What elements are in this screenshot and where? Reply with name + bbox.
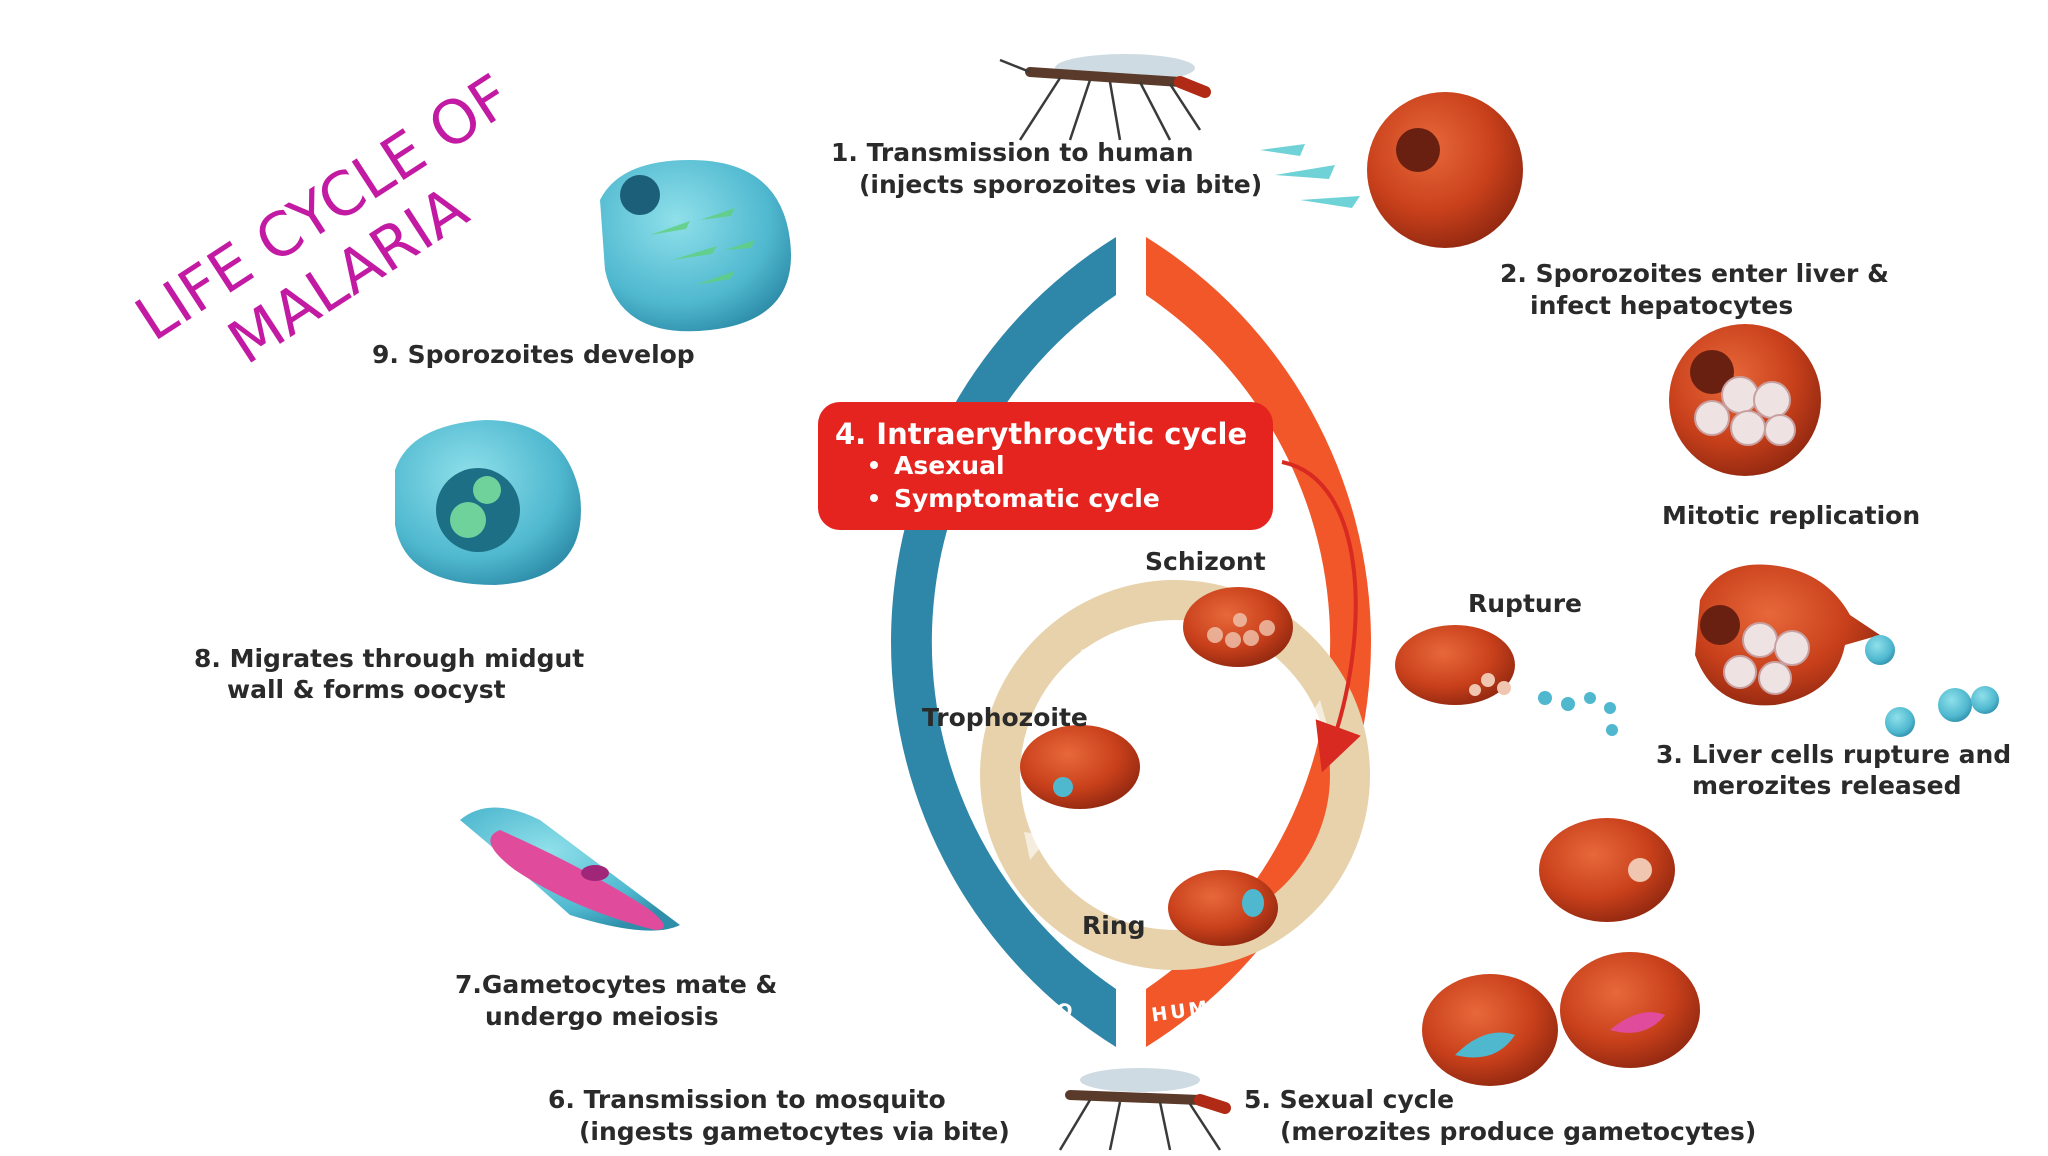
gametocyte-rbc-icon bbox=[1422, 952, 1700, 1086]
liver-rupture-cell-icon bbox=[1695, 564, 1999, 737]
mosquito-bottom-icon bbox=[1058, 1068, 1231, 1151]
step3-line2: merozites released bbox=[1692, 771, 1962, 800]
ring-label-mosquito-top: MOSQUITO bbox=[933, 235, 1075, 276]
trophozoite-cell-icon bbox=[1020, 725, 1140, 809]
intra-heading: 4. Intraerythrocytic cycle bbox=[835, 417, 1247, 451]
oocyst-sporozoites-icon bbox=[600, 160, 791, 332]
ring-cell-icon bbox=[1168, 870, 1278, 946]
intra-item-symptomatic: Symptomatic cycle bbox=[894, 484, 1160, 513]
inner-cycle-ring bbox=[980, 580, 1370, 970]
step8-line2: wall & forms oocyst bbox=[227, 675, 506, 704]
step1-line1: 1. Transmission to human bbox=[831, 138, 1194, 167]
stage-label-schizont: Schizont bbox=[1145, 547, 1266, 576]
schizont-cell-icon bbox=[1183, 587, 1293, 667]
rupture-cell-icon bbox=[1395, 625, 1618, 736]
bullet-icon bbox=[870, 494, 878, 502]
mosquito-top-icon bbox=[999, 54, 1211, 141]
liver-replication-cell-icon bbox=[1669, 324, 1821, 476]
mitotic-replication-label: Mitotic replication bbox=[1662, 501, 1920, 530]
step2-line1: 2. Sporozoites enter liver & bbox=[1500, 259, 1889, 288]
stage-label-trophozoite: Trophozoite bbox=[922, 703, 1088, 732]
inner-cells bbox=[1020, 587, 1618, 946]
ring-chevrons bbox=[618, 274, 1618, 966]
stage-label-rupture: Rupture bbox=[1468, 589, 1582, 618]
step7-line2: undergo meiosis bbox=[485, 1002, 719, 1031]
step2-line2: infect hepatocytes bbox=[1530, 291, 1793, 320]
intraerythrocytic-box: 4. Intraerythrocytic cycle Asexual Sympt… bbox=[818, 402, 1273, 530]
step1-line2: (injects sporozoites via bite) bbox=[859, 170, 1262, 199]
step8-line1: 8. Migrates through midgut bbox=[194, 644, 584, 673]
step7-line1: 7.Gametocytes mate & bbox=[455, 970, 777, 999]
intra-item-asexual: Asexual bbox=[894, 451, 1005, 480]
oocyst-cell-icon bbox=[395, 420, 581, 585]
step6-line2: (ingests gametocytes via bite) bbox=[579, 1117, 1010, 1146]
ring-label-human-top: HUMAN bbox=[1187, 236, 1285, 271]
bullet-icon bbox=[870, 461, 878, 469]
step5-line1: 5. Sexual cycle bbox=[1244, 1085, 1454, 1114]
merozoite-rbc-icon bbox=[1539, 818, 1675, 922]
stage-label-ring: Ring bbox=[1082, 911, 1146, 940]
step6-line1: 6. Transmission to mosquito bbox=[548, 1085, 946, 1114]
step5-line2: (merozites produce gametocytes) bbox=[1280, 1117, 1756, 1146]
intra-cycle-arrow bbox=[1281, 460, 1361, 773]
gametocyte-mating-icon bbox=[460, 807, 680, 931]
step9-label: 9. Sporozoites develop bbox=[372, 340, 695, 369]
step3-line1: 3. Liver cells rupture and bbox=[1656, 740, 2011, 769]
hepatocyte-cell-icon bbox=[1260, 92, 1523, 248]
